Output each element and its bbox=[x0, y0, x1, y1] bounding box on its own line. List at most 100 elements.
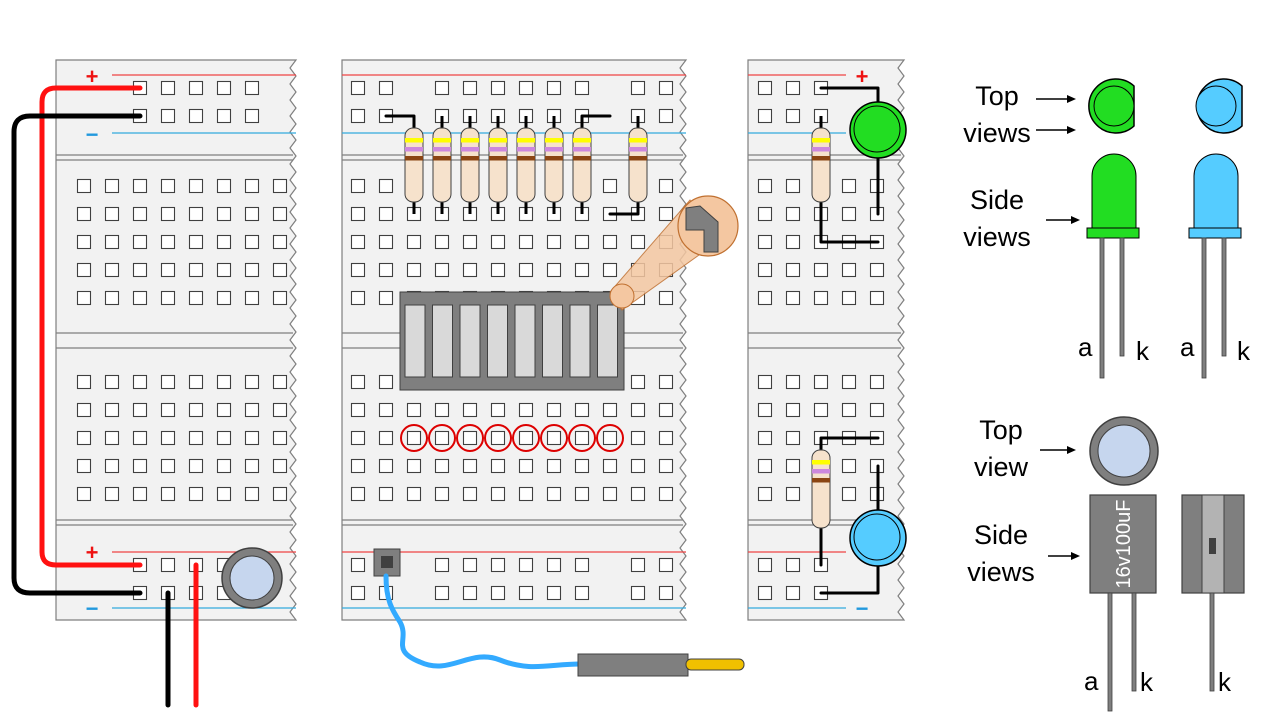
left-hole bbox=[188, 486, 204, 502]
left-hole bbox=[216, 458, 232, 474]
middle-hole bbox=[378, 486, 394, 502]
capacitor-stripe-mark bbox=[1209, 538, 1216, 554]
blue-led-resistor-band bbox=[812, 460, 830, 465]
cap-anode-label: a bbox=[1084, 666, 1099, 696]
middle-hole bbox=[434, 234, 450, 250]
blue-led-resistor-band bbox=[812, 469, 830, 474]
board-capacitor-top bbox=[229, 555, 275, 601]
right-hole bbox=[757, 234, 773, 250]
middle-rail-hole bbox=[518, 80, 534, 96]
middle-rail-hole bbox=[490, 585, 506, 601]
right-hole bbox=[757, 402, 773, 418]
bargraph-resistor-4-body bbox=[488, 127, 508, 203]
middle-rail-hole bbox=[462, 80, 478, 96]
left-rail-hole bbox=[244, 80, 260, 96]
left-hole bbox=[160, 290, 176, 306]
middle-hole bbox=[602, 402, 618, 418]
left-hole bbox=[76, 430, 92, 446]
blue-led-side-view-cathode-leg bbox=[1221, 237, 1227, 357]
led-bargraph-segment bbox=[542, 304, 563, 378]
right-rail-hole bbox=[785, 80, 801, 96]
middle-hole bbox=[518, 430, 534, 446]
right-hole bbox=[785, 486, 801, 502]
left-top-plus-sign: + bbox=[86, 64, 99, 89]
bargraph-resistor-7-band bbox=[573, 156, 591, 161]
middle-rail-hole bbox=[574, 80, 590, 96]
green-led-return-wire bbox=[819, 212, 880, 244]
middle-hole bbox=[434, 486, 450, 502]
bargraph-resistor-8-body bbox=[628, 127, 648, 203]
middle-hole bbox=[378, 290, 394, 306]
middle-hole bbox=[378, 430, 394, 446]
middle-hole bbox=[378, 402, 394, 418]
right-top-plus-sign: + bbox=[856, 64, 869, 89]
middle-hole bbox=[490, 458, 506, 474]
bargraph-resistor-5-band bbox=[517, 138, 535, 143]
middle-hole bbox=[350, 458, 366, 474]
middle-hole bbox=[630, 374, 646, 390]
bargraph-resistor-7-band bbox=[573, 147, 591, 152]
left-hole bbox=[244, 178, 260, 194]
left-rail-hole bbox=[188, 108, 204, 124]
green-led-top-lens bbox=[1093, 85, 1135, 127]
middle-rail-hole bbox=[546, 80, 562, 96]
left-hole bbox=[132, 486, 148, 502]
right-hole bbox=[757, 262, 773, 278]
right-hole bbox=[757, 458, 773, 474]
middle-hole bbox=[350, 486, 366, 502]
middle-hole bbox=[630, 430, 646, 446]
label-led-top-views: Top views bbox=[942, 78, 1052, 152]
right-hole bbox=[869, 374, 885, 390]
cap-cathode-label: k bbox=[1140, 667, 1153, 697]
left-hole bbox=[272, 290, 288, 306]
bargraph-resistor-7-band bbox=[573, 138, 591, 143]
middle-hole bbox=[462, 430, 478, 446]
right-rail-hole bbox=[785, 585, 801, 601]
bargraph-resistor-3-body bbox=[460, 127, 480, 203]
middle-hole bbox=[462, 458, 478, 474]
middle-rail-hole bbox=[518, 557, 534, 573]
middle-hole bbox=[574, 458, 590, 474]
highlighted-hole bbox=[484, 424, 512, 452]
right-hole bbox=[841, 374, 857, 390]
left-hole bbox=[272, 262, 288, 278]
left-rail-hole bbox=[216, 108, 232, 124]
middle-hole bbox=[350, 290, 366, 306]
left-hole bbox=[132, 206, 148, 222]
middle-hole bbox=[602, 486, 618, 502]
left-hole bbox=[188, 178, 204, 194]
left-hole bbox=[160, 374, 176, 390]
left-hole bbox=[216, 290, 232, 306]
left-hole bbox=[244, 374, 260, 390]
bargraph-resistor-3-band bbox=[461, 147, 479, 152]
left-hole bbox=[188, 430, 204, 446]
legend-graphics: 16v100uF bbox=[1036, 78, 1245, 712]
middle-rail-hole bbox=[462, 557, 478, 573]
middle-hole bbox=[602, 178, 618, 194]
left-rail-hole bbox=[216, 80, 232, 96]
blue-led-side-view-dome bbox=[1193, 153, 1239, 229]
middle-rail-hole bbox=[434, 557, 450, 573]
right-hole bbox=[869, 262, 885, 278]
left-hole bbox=[76, 234, 92, 250]
green-led-anode-label: a bbox=[1078, 332, 1093, 362]
middle-hole bbox=[546, 234, 562, 250]
left-hole bbox=[272, 206, 288, 222]
middle-hole bbox=[546, 458, 562, 474]
right-hole bbox=[785, 374, 801, 390]
right-hole bbox=[785, 430, 801, 446]
middle-hole bbox=[490, 402, 506, 418]
blue-led-side-view-flange bbox=[1188, 227, 1242, 239]
left-hole bbox=[104, 206, 120, 222]
middle-hole bbox=[602, 234, 618, 250]
middle-hole bbox=[462, 402, 478, 418]
left-hole bbox=[132, 262, 148, 278]
left-top-minus-sign: − bbox=[86, 122, 99, 147]
arrow-right-icon-head bbox=[1071, 552, 1080, 560]
right-hole bbox=[869, 402, 885, 418]
middle-rail-hole bbox=[434, 585, 450, 601]
bargraph-resistor-5-band bbox=[517, 156, 535, 161]
notch-highlight-small bbox=[609, 283, 635, 309]
led-bargraph-segment bbox=[597, 304, 618, 378]
